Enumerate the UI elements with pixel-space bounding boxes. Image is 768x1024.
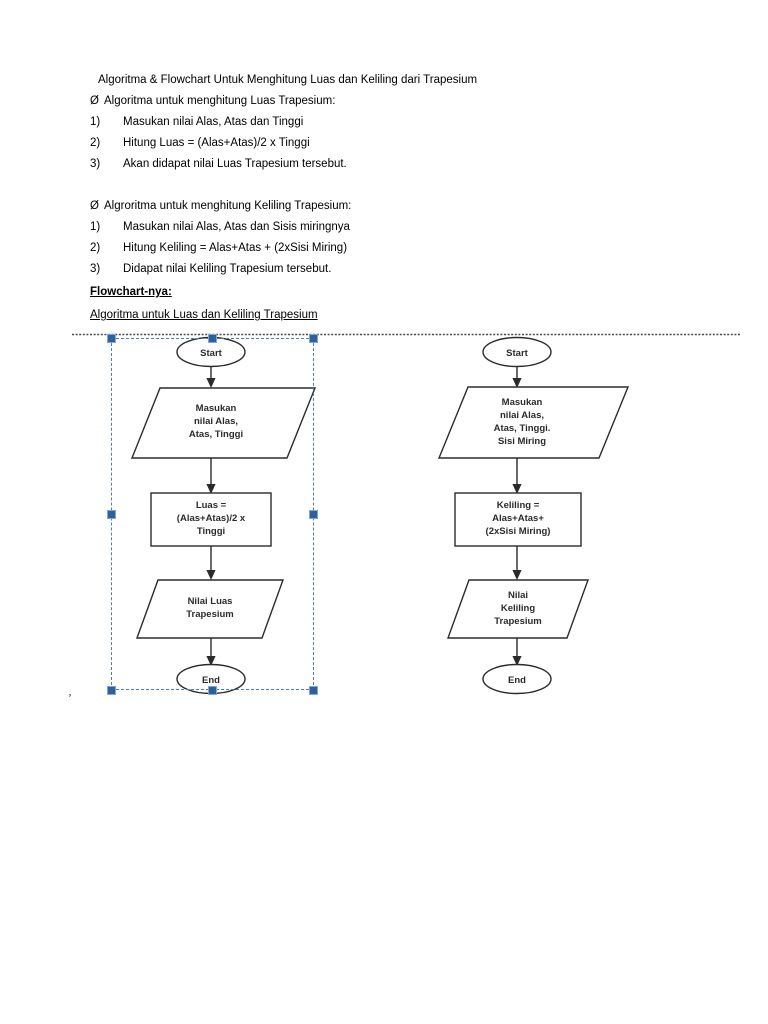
list-marker: 1) — [90, 116, 101, 128]
node-output-line-3: Trapesium — [494, 616, 542, 627]
section-2-step-2: 2) Hitung Keliling = Alas+Atas + (2xSisi… — [90, 238, 690, 259]
list-item-text: Hitung Luas = (Alas+Atas)/2 x Tinggi — [123, 137, 310, 149]
selection-handle-bottom-right[interactable] — [309, 686, 318, 695]
node-input-shape[interactable] — [437, 386, 630, 459]
section-1-bullet-text: Algoritma untuk menghitung Luas Trapesiu… — [104, 95, 336, 107]
page-title: Algoritma & Flowchart Untuk Menghitung L… — [98, 74, 478, 86]
list-marker: 3) — [90, 263, 101, 275]
node-input-line-2: nilai Alas, — [500, 410, 544, 421]
node-start-shape[interactable] — [482, 336, 552, 368]
selection-handle-top-center[interactable] — [208, 334, 217, 343]
section-1-step-1: 1) Masukan nilai Alas, Atas dan Tinggi — [90, 112, 690, 133]
list-marker: 3) — [90, 158, 101, 170]
list-item-text: Hitung Keliling = Alas+Atas + (2xSisi Mi… — [123, 242, 348, 254]
node-output-line-1: Nilai — [508, 590, 528, 601]
node-process-line-3: (2xSisi Miring) — [486, 526, 551, 537]
selection-handle-middle-right[interactable] — [309, 510, 318, 519]
paragraph-spacer — [90, 175, 690, 196]
bullet-symbol-icon: Ø — [90, 200, 99, 212]
selection-handle-bottom-left[interactable] — [107, 686, 116, 695]
list-item-text: Akan didapat nilai Luas Trapesium terseb… — [123, 158, 347, 170]
selection-handle-bottom-center[interactable] — [208, 686, 217, 695]
selection-handle-middle-left[interactable] — [107, 510, 116, 519]
list-marker: 2) — [90, 242, 101, 254]
node-start-label: Start — [506, 348, 528, 359]
list-marker: 2) — [90, 137, 101, 149]
arrowhead — [512, 378, 522, 388]
section-2-step-1: 1) Masukan nilai Alas, Atas dan Sisis mi… — [90, 217, 690, 238]
arrowhead — [512, 656, 522, 666]
node-process-line-2: Alas+Atas+ — [492, 513, 544, 524]
list-item-text: Masukan nilai Alas, Atas dan Tinggi — [123, 116, 304, 128]
section-1-step-3: 3) Akan didapat nilai Luas Trapesium ter… — [90, 154, 690, 175]
flowchart-caption: Algoritma untuk Luas dan Keliling Trapes… — [90, 309, 318, 321]
flowchart-heading: Flowchart-nya: — [90, 286, 172, 298]
list-item-text: Masukan nilai Alas, Atas dan Sisis mirin… — [123, 221, 350, 233]
arrowhead — [512, 484, 522, 494]
selection-bounding-box[interactable] — [111, 338, 314, 690]
node-input-line-3: Atas, Tinggi. — [494, 423, 551, 434]
node-end-shape[interactable] — [482, 663, 552, 695]
selection-handle-top-left[interactable] — [107, 334, 116, 343]
node-process-shape[interactable] — [454, 492, 582, 547]
node-output-shape[interactable] — [447, 579, 589, 639]
bullet-symbol-icon: Ø — [90, 95, 99, 107]
arrowhead — [512, 570, 522, 580]
node-input-line-4: Sisi Miring — [498, 436, 546, 447]
document-body: Algoritma & Flowchart Untuk Menghitung L… — [90, 70, 690, 326]
node-process-line-1: Keliling = — [497, 500, 540, 511]
section-2-bullet: Ø Algroritma untuk menghitung Keliling Tr… — [90, 196, 690, 217]
node-end-label: End — [508, 675, 526, 686]
stray-comma-mark: ‚ — [68, 684, 72, 698]
node-input-line-1: Masukan — [502, 397, 543, 408]
list-marker: 1) — [90, 221, 101, 233]
section-1-step-2: 2) Hitung Luas = (Alas+Atas)/2 x Tinggi — [90, 133, 690, 154]
right-flowchart[interactable]: Start Masukan nilai Alas, Atas, Tinggi. … — [437, 336, 630, 695]
section-1-bullet: Ø Algoritma untuk menghitung Luas Trapesi… — [90, 91, 690, 112]
selection-handle-top-right[interactable] — [309, 334, 318, 343]
section-2-step-3: 3) Didapat nilai Keliling Trapesium ters… — [90, 259, 690, 280]
section-2-bullet-text: Algroritma untuk menghitung Keliling Tra… — [104, 200, 352, 212]
node-output-line-2: Keliling — [501, 603, 536, 614]
list-item-text: Didapat nilai Keliling Trapesium tersebu… — [123, 263, 332, 275]
